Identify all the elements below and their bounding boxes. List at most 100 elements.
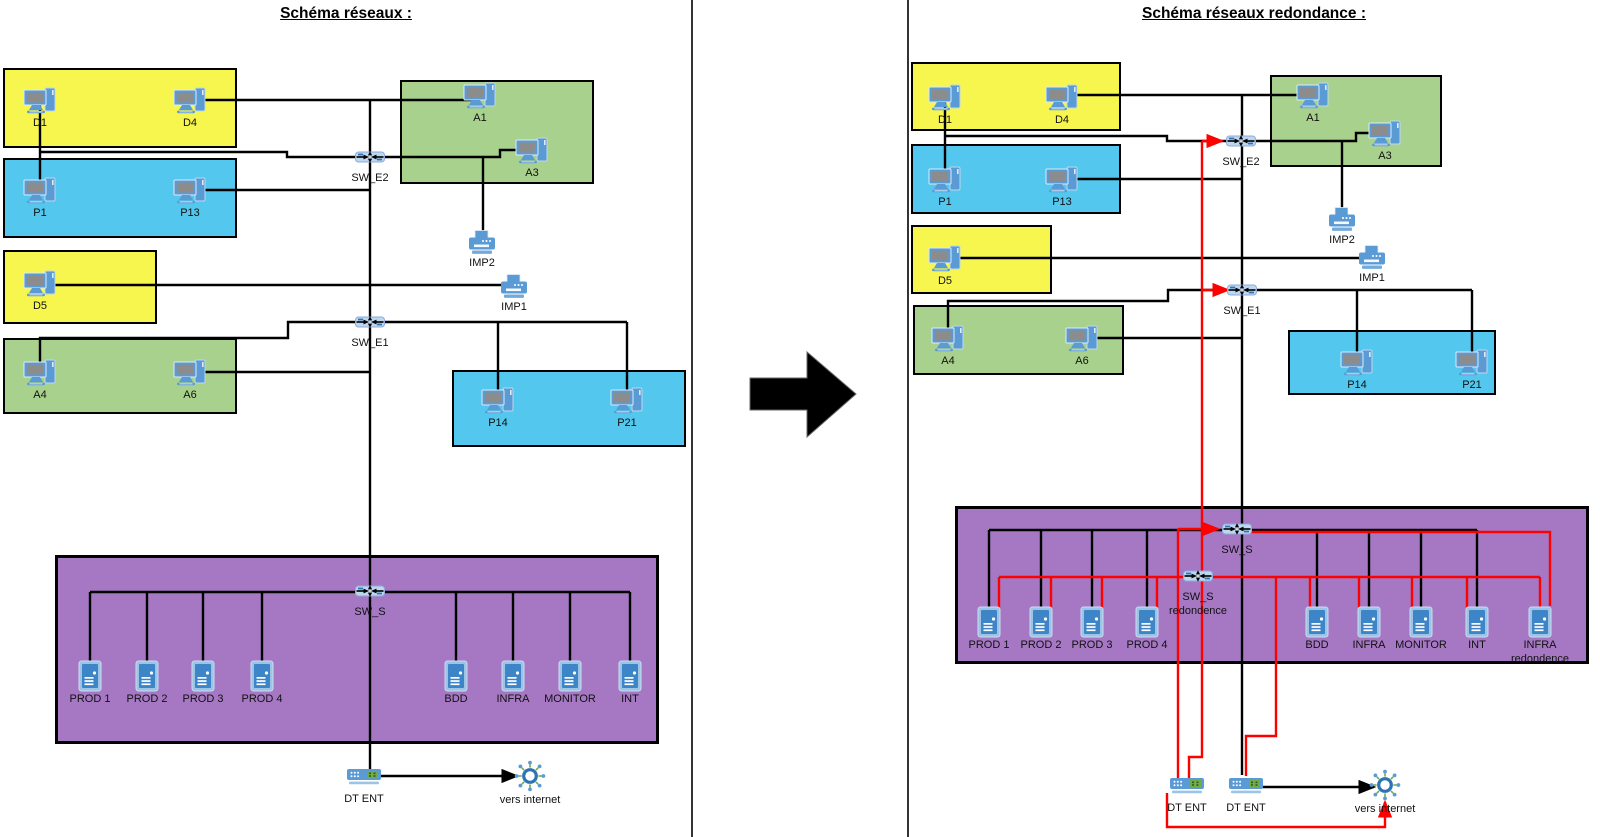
node-label: SW_E1 — [1223, 305, 1261, 317]
computer-icon — [172, 86, 208, 116]
switch-icon — [355, 151, 385, 163]
computer-icon — [1454, 348, 1490, 378]
node-label: P1 — [938, 196, 952, 208]
server-node-infra-redondence: INFRA redondence — [1495, 606, 1585, 665]
pc-node-p21: P21 — [582, 386, 672, 430]
switch-node-sw-e2-right: SW_E2 — [1196, 135, 1286, 169]
node-label: IMP2 — [469, 257, 495, 269]
node-label: A4 — [941, 355, 955, 367]
node-label: PROD 4 — [1126, 639, 1168, 651]
pc-node-a3-right: A3 — [1340, 119, 1430, 163]
internet-icon — [513, 759, 547, 793]
node-label: P13 — [180, 207, 200, 219]
server-node-prod4: PROD 4 — [217, 660, 307, 706]
node-label: D1 — [937, 114, 953, 126]
server-icon — [78, 660, 102, 692]
pc-node-d5-right: D5 — [900, 244, 990, 288]
server-icon — [1465, 606, 1489, 638]
node-label: A1 — [1306, 112, 1320, 124]
server-icon — [1135, 606, 1159, 638]
node-label: D5 — [937, 275, 953, 287]
node-label: IMP1 — [1359, 272, 1385, 284]
computer-icon — [1044, 165, 1080, 195]
node-label: A4 — [33, 389, 47, 401]
server-icon — [618, 660, 642, 692]
node-label: SW_S — [354, 606, 386, 618]
pc-node-a4: A4 — [0, 358, 85, 402]
internet-icon — [1368, 768, 1402, 802]
computer-icon — [480, 386, 516, 416]
pc-node-a6: A6 — [145, 358, 235, 402]
node-label: A1 — [473, 112, 487, 124]
node-label: SW_E2 — [351, 172, 389, 184]
computer-icon — [1339, 348, 1375, 378]
node-label: P13 — [1052, 196, 1072, 208]
server-icon — [501, 660, 525, 692]
computer-icon — [927, 244, 963, 274]
node-label: PROD 4 — [241, 693, 283, 705]
node-label: SW_E2 — [1222, 156, 1260, 168]
printer-icon — [467, 230, 497, 256]
router-icon — [346, 767, 382, 785]
node-label: DT ENT — [344, 793, 384, 805]
pc-node-d4-right: D4 — [1017, 83, 1107, 127]
computer-icon — [1295, 81, 1331, 111]
switch-node-sw-e2: SW_E2 — [325, 151, 415, 185]
node-label: INFRA — [1523, 639, 1557, 651]
node-label: P21 — [617, 417, 637, 429]
pc-node-d1-right: D1 — [900, 83, 990, 127]
node-label: D5 — [32, 300, 48, 312]
server-icon — [444, 660, 468, 692]
pc-node-p1: P1 — [0, 176, 85, 220]
router-icon — [1228, 776, 1264, 794]
switch-icon — [1183, 570, 1213, 582]
node-label: A3 — [1378, 150, 1392, 162]
node-label: A6 — [1075, 355, 1089, 367]
router-node-dt-ent-right: DT ENT — [1201, 776, 1291, 815]
switch-node-sw-e1: SW_E1 — [325, 316, 415, 350]
pc-node-p21-right: P21 — [1427, 348, 1517, 392]
right-red-links — [997, 141, 1552, 780]
node-label: vers internet — [499, 794, 561, 806]
server-node-prod4-right: PROD 4 — [1102, 606, 1192, 652]
server-icon — [135, 660, 159, 692]
switch-icon — [355, 316, 385, 328]
computer-icon — [927, 165, 963, 195]
computer-icon — [22, 176, 58, 206]
printer-icon — [1327, 207, 1357, 233]
node-label: INT — [1468, 639, 1486, 651]
switch-icon — [1222, 523, 1252, 535]
switch-icon — [1227, 284, 1257, 296]
node-label: A3 — [525, 167, 539, 179]
node-label: SW_E1 — [351, 337, 389, 349]
switch-icon — [1226, 135, 1256, 147]
server-icon — [1080, 606, 1104, 638]
computer-icon — [172, 176, 208, 206]
server-icon — [1528, 606, 1552, 638]
pc-node-a4-right: A4 — [903, 324, 993, 368]
left-diagram-title: Schéma réseaux : — [280, 5, 412, 22]
printer-icon — [499, 274, 529, 300]
server-icon — [250, 660, 274, 692]
switch-node-sw-s-right: SW_S — [1192, 523, 1282, 557]
pc-node-p13-right: P13 — [1017, 165, 1107, 209]
node-label: SW_S — [1221, 544, 1253, 556]
pc-node-p14: P14 — [453, 386, 543, 430]
router-node-dt-ent: DT ENT — [319, 767, 409, 806]
node-label: P14 — [1347, 379, 1367, 391]
node-label: BDD — [444, 693, 468, 705]
node-label: SW_S — [1182, 591, 1214, 603]
pc-node-a3: A3 — [487, 136, 577, 180]
server-icon — [1409, 606, 1433, 638]
computer-icon — [514, 136, 550, 166]
node-label: IMP1 — [501, 301, 527, 313]
switch-icon — [355, 585, 385, 597]
switch-node-sw-s: SW_S — [325, 585, 415, 619]
node-label: INT — [621, 693, 639, 705]
pc-node-p1-right: P1 — [900, 165, 990, 209]
computer-icon — [1367, 119, 1403, 149]
computer-icon — [1044, 83, 1080, 113]
printer-icon — [1357, 245, 1387, 271]
node-label: redondence — [1510, 652, 1570, 665]
server-node-int: INT — [585, 660, 675, 706]
